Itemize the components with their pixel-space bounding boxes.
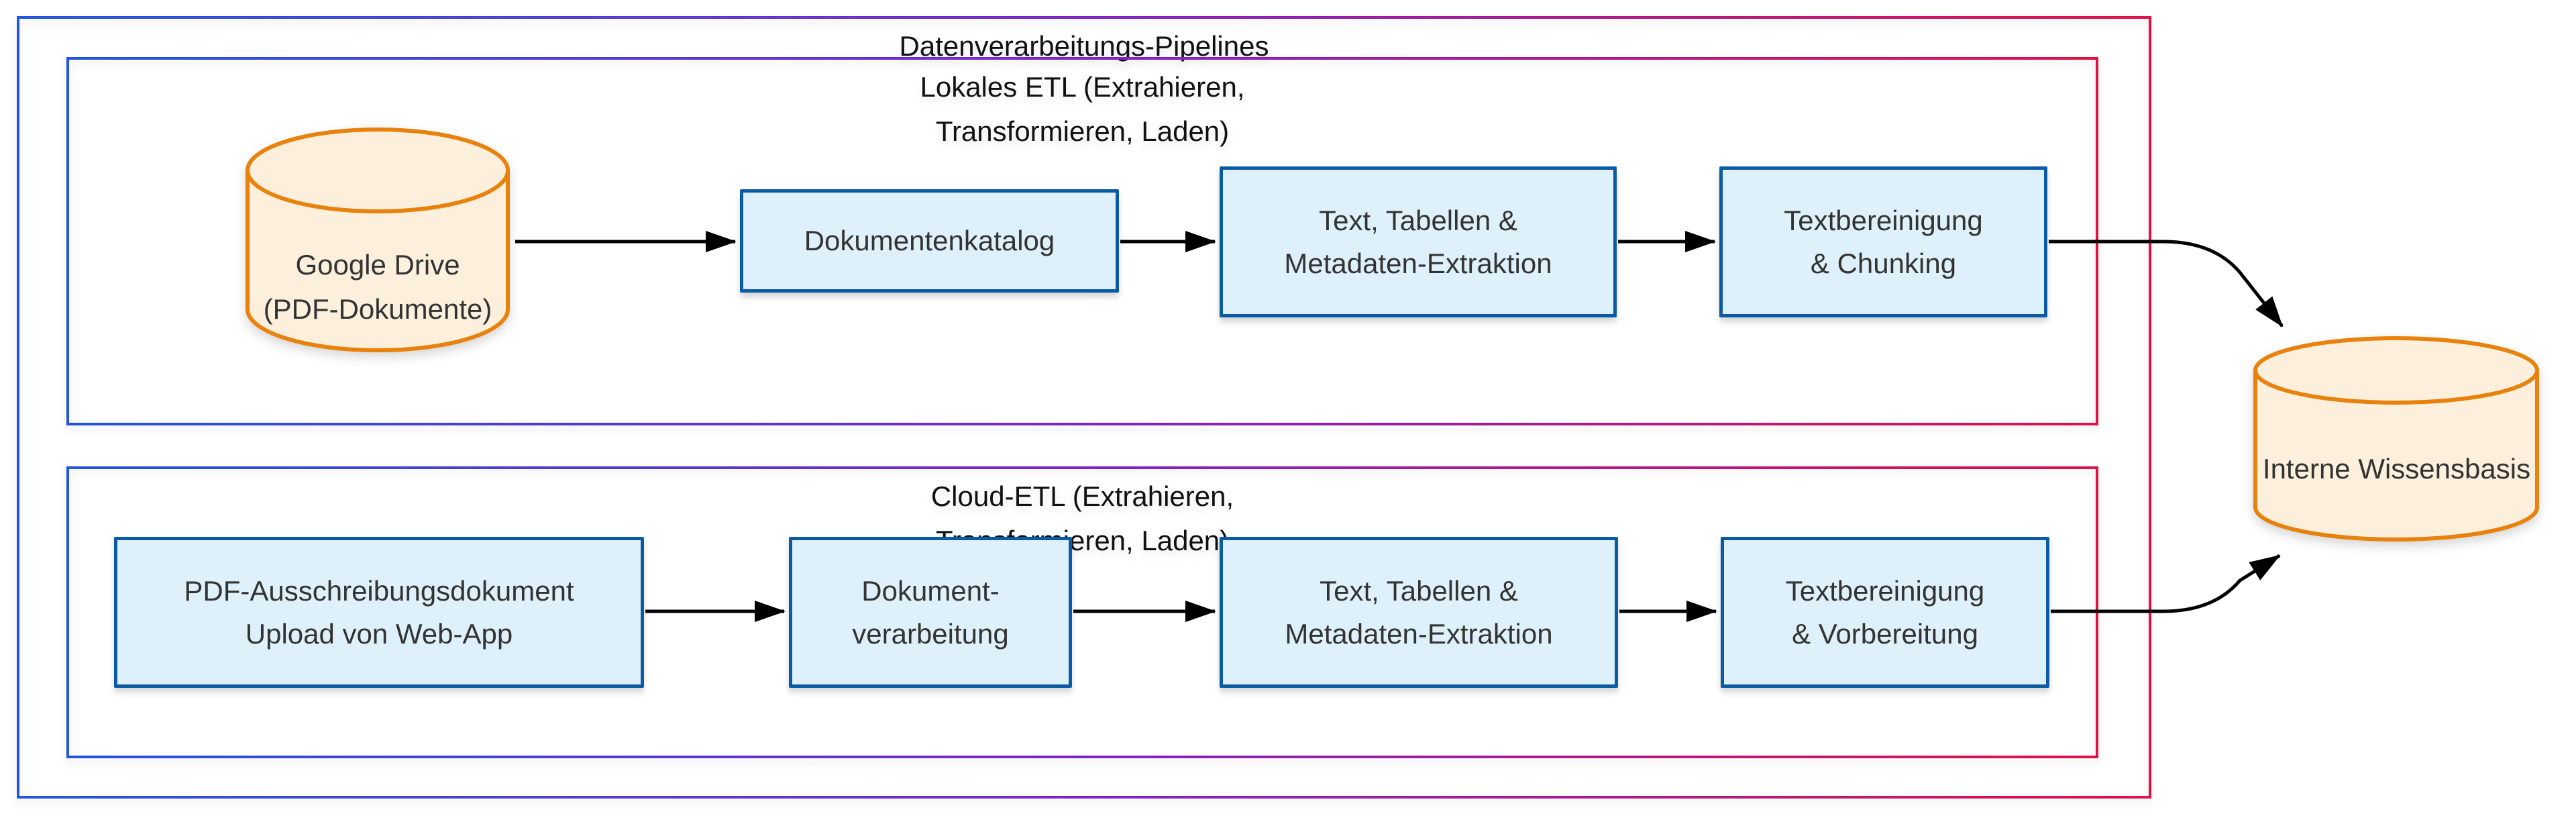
node-extraktion-cloud: Text, Tabellen & Metadaten-Extraktion [1220,537,1618,688]
node-interne-wissensbasis-cylinder: Interne Wissensbasis [2251,336,2542,542]
node-pdf-upload-line1: PDF-Ausschreibungsdokument [184,574,574,607]
node-textbereinigung-chunking-line2: & Chunking [1810,247,1957,279]
node-textbereinigung-vorbereitung-line1: Textbereinigung [1785,574,1985,607]
node-textbereinigung-chunking-line1: Textbereinigung [1784,204,1983,236]
node-extraktion-cloud-line2: Metadaten-Extraktion [1285,617,1553,650]
node-dokumentenkatalog: Dokumentenkatalog [740,189,1119,293]
node-extraktion-lokal-line1: Text, Tabellen & [1319,204,1517,236]
node-google-drive-cylinder: Google Drive (PDF-Dokumente) [243,125,513,355]
node-dokument-verarbeitung-line2: verarbeitung [852,617,1009,650]
node-dokument-verarbeitung: Dokument- verarbeitung [789,537,1072,688]
node-dokumentenkatalog-line1: Dokumentenkatalog [804,225,1055,256]
cylinder-shape [2253,336,2539,542]
node-pdf-upload-line2: Upload von Web-App [245,617,513,650]
node-pdf-upload: PDF-Ausschreibungsdokument Upload von We… [114,537,644,688]
node-textbereinigung-vorbereitung-line2: & Vorbereitung [1792,617,1978,650]
subgraph-title-lokales-etl-line1: Lokales ETL (Extrahieren, [920,71,1245,103]
node-textbereinigung-chunking: Textbereinigung & Chunking [1719,166,2047,317]
node-extraktion-lokal: Text, Tabellen & Metadaten-Extraktion [1220,166,1617,317]
node-extraktion-cloud-line1: Text, Tabellen & [1320,574,1518,607]
node-textbereinigung-vorbereitung: Textbereinigung & Vorbereitung [1721,537,2049,688]
node-dokument-verarbeitung-line1: Dokument- [861,574,1000,607]
cylinder-shape [246,127,510,352]
subgraph-title-cloud-etl-line1: Cloud-ETL (Extrahieren, [930,480,1234,512]
node-extraktion-lokal-line2: Metadaten-Extraktion [1284,247,1552,279]
